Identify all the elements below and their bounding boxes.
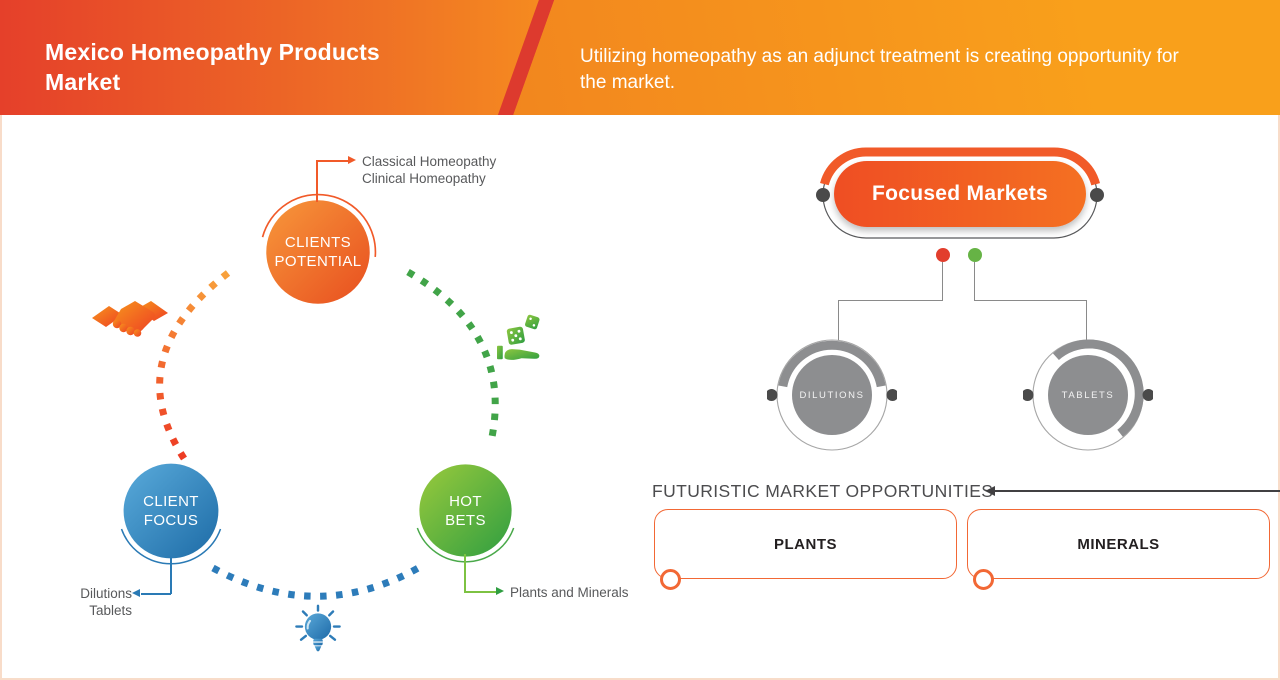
dotted-arc-blue	[211, 563, 422, 600]
header-right-panel	[513, 0, 1280, 115]
cycle-node-hot-bets: HOT BETS	[412, 457, 519, 564]
tablets-circle	[1023, 339, 1153, 451]
branch-left-hline	[838, 300, 943, 302]
dotted-arc-orange	[156, 270, 231, 462]
opportunity-box-plants: PLANTS	[654, 509, 957, 590]
cycle-node-clients-potential: CLIENTS POTENTIAL	[258, 192, 378, 312]
stem-red-vline	[942, 262, 944, 301]
cycle-dotted-arcs	[156, 268, 499, 600]
hotbets-note: Plants and Minerals	[510, 585, 629, 600]
focus-note: Dilutions Tablets	[80, 586, 132, 618]
hotbets-callout-hline	[464, 591, 497, 593]
potential-note: Classical Homeopathy Clinical Homeopathy	[362, 154, 497, 186]
lightbulb-icon	[295, 604, 341, 652]
opportunities-heading: FUTURISTIC MARKET OPPORTUNITIES	[652, 481, 994, 501]
market-node-dilutions: DILUTIONS	[767, 330, 897, 460]
opportunities-arrowhead-icon	[985, 486, 995, 496]
handshake-icon	[92, 301, 168, 337]
hotbets-arrowhead-icon	[496, 587, 504, 595]
branch-right-hline	[975, 300, 1087, 302]
stem-green-vline	[974, 262, 976, 301]
dotted-arc-green	[406, 268, 499, 438]
tablets-label: TABLETS	[1061, 389, 1115, 401]
potential-callout-vline	[316, 160, 318, 202]
green-dot	[968, 248, 982, 262]
pill-right-dot	[1090, 188, 1104, 202]
minerals-corner-ring-icon	[973, 569, 994, 590]
clients-potential-label: CLIENTS POTENTIAL	[274, 234, 362, 270]
header-banner: Mexico Homeopathy Products Market Utiliz…	[0, 0, 1280, 115]
hotbets-callout-vline	[464, 554, 466, 592]
page-title: Mexico Homeopathy Products Market	[45, 39, 380, 96]
opportunity-box-minerals: MINERALS	[967, 509, 1270, 590]
header-subtitle: Utilizing homeopathy as an adjunct treat…	[580, 46, 1179, 93]
market-node-tablets: TABLETS	[1023, 330, 1153, 460]
focused-markets-pill: Focused Markets	[834, 161, 1086, 227]
focus-arrowhead-icon	[132, 589, 140, 597]
potential-callout-hline	[316, 160, 350, 162]
red-dot	[936, 248, 950, 262]
focus-callout-vline	[170, 556, 172, 594]
branch-left-vline	[838, 300, 840, 340]
focused-markets-frame	[816, 147, 1104, 239]
hot-bets-label: HOT BETS	[445, 492, 486, 529]
client-focus-label: CLIENT FOCUS	[143, 493, 199, 529]
branch-right-vline	[1086, 300, 1088, 340]
pill-left-dot	[816, 188, 830, 202]
cycle-node-client-focus: CLIENT FOCUS	[116, 456, 226, 566]
dice-hand-icon	[497, 314, 540, 360]
dilutions-label: DILUTIONS	[799, 389, 865, 401]
focus-callout-hline	[141, 593, 171, 595]
clients-potential-circle	[261, 193, 377, 304]
opportunities-arrow-line	[995, 490, 1280, 492]
plants-corner-ring-icon	[660, 569, 681, 590]
potential-arrowhead-icon	[348, 156, 356, 164]
dilutions-circle	[767, 339, 897, 451]
